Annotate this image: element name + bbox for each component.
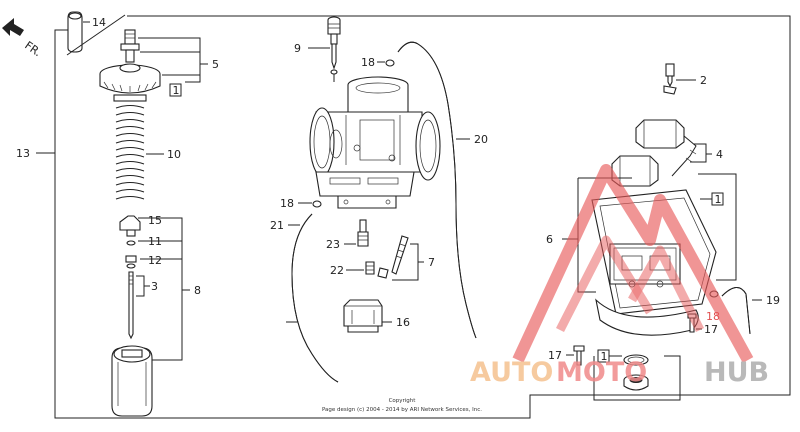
callout-16: 16 bbox=[396, 316, 410, 329]
callout-4: 4 bbox=[716, 148, 723, 161]
callout-20: 20 bbox=[474, 133, 488, 146]
callout-6: 6 bbox=[546, 233, 553, 246]
part-16-float-bowl-block bbox=[343, 299, 383, 333]
part-7-pilot-jet-needle bbox=[377, 235, 409, 279]
part-9-pilot-screw bbox=[327, 16, 341, 82]
diagram-frame bbox=[54, 15, 791, 419]
part-8-throttle-valve bbox=[111, 345, 153, 417]
callout-21: 21 bbox=[270, 219, 284, 232]
part-17-screw-left bbox=[573, 345, 585, 366]
part-11-clip bbox=[126, 240, 136, 246]
part-drain-plug bbox=[623, 374, 649, 391]
part-18-small-clip-mid bbox=[312, 200, 322, 208]
part-5-cable-adjuster bbox=[120, 29, 140, 63]
watermark-logo bbox=[512, 164, 754, 363]
callout-14: 14 bbox=[92, 16, 106, 29]
part-18-small-clip-top bbox=[385, 59, 395, 67]
callout-18-a: 18 bbox=[361, 56, 375, 69]
part-12-washer bbox=[125, 255, 137, 269]
part-10-spring bbox=[113, 94, 147, 200]
part-22-main-jet bbox=[365, 261, 375, 275]
part-19-overflow-tube bbox=[721, 287, 751, 335]
callout-17-a: 17 bbox=[704, 323, 718, 336]
watermark-text-hub: HUB bbox=[704, 357, 769, 388]
callout-17-b: 17 bbox=[548, 349, 562, 362]
copyright-line-1: Copyright bbox=[389, 398, 417, 404]
callout-12: 12 bbox=[148, 254, 162, 267]
callout-11: 11 bbox=[148, 235, 162, 248]
part-4-float bbox=[611, 119, 697, 187]
callout-1-box-c: 1 bbox=[601, 350, 608, 363]
callout-3: 3 bbox=[151, 280, 158, 293]
part-drain-oring bbox=[623, 354, 649, 366]
callout-5: 5 bbox=[212, 58, 219, 71]
callout-1-box-a: 1 bbox=[173, 84, 180, 97]
part-3-jet-needle bbox=[128, 271, 134, 340]
part-20-vent-tube bbox=[397, 41, 477, 339]
watermark-text-moto: MOTO bbox=[556, 357, 647, 388]
callout-23: 23 bbox=[326, 238, 340, 251]
carburetor-body bbox=[309, 76, 441, 209]
part-5-top-cap bbox=[99, 63, 161, 94]
callout-10: 10 bbox=[167, 148, 181, 161]
watermark-text-auto: AUTO bbox=[470, 357, 553, 388]
callout-18-b: 18 bbox=[280, 197, 294, 210]
copyright-line-2: Page design (c) 2004 - 2014 by ARI Netwo… bbox=[322, 407, 482, 413]
callout-1-box-b: 1 bbox=[715, 193, 722, 206]
callout-15: 15 bbox=[148, 214, 162, 227]
part-23-main-jet-holder bbox=[357, 219, 369, 247]
callout-2: 2 bbox=[700, 74, 707, 87]
part-21-drain-tube bbox=[286, 213, 339, 383]
front-direction-label: FR. bbox=[22, 39, 43, 59]
callout-22: 22 bbox=[330, 264, 344, 277]
part-15-needle-retainer bbox=[119, 215, 141, 237]
callout-7: 7 bbox=[428, 256, 435, 269]
part-2-float-valve bbox=[663, 63, 677, 95]
part-14-cap-boot bbox=[67, 11, 83, 53]
callout-13: 13 bbox=[16, 147, 30, 160]
callout-8: 8 bbox=[194, 284, 201, 297]
callout-9: 9 bbox=[294, 42, 301, 55]
front-direction-arrow: FR. bbox=[2, 18, 44, 59]
callout-19: 19 bbox=[766, 294, 780, 307]
